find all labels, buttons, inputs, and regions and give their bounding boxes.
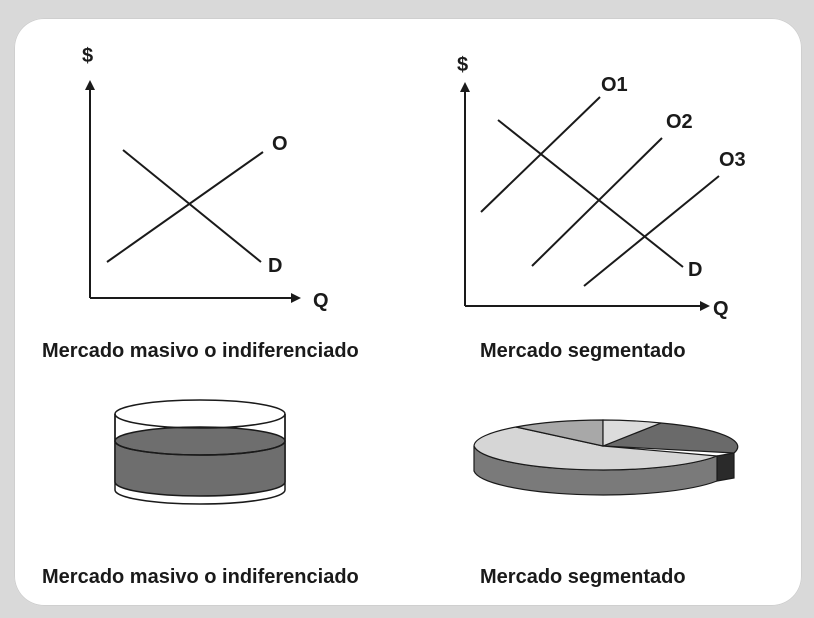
right-graph: $ Q O1 O2 O3 D xyxy=(457,54,746,320)
right-y-axis-label: $ xyxy=(457,54,468,76)
pie-illustration xyxy=(473,419,739,496)
right-supply-label-3: O3 xyxy=(719,149,746,171)
pie-slice-dark xyxy=(602,422,739,454)
left-demand-line xyxy=(122,149,262,263)
caption-top-left: Mercado masivo o indiferenciado xyxy=(42,340,359,362)
pie-slice-light-large xyxy=(473,426,718,471)
right-supply-line-3 xyxy=(583,175,720,287)
pie-slice-mid xyxy=(515,419,604,447)
left-demand-label: D xyxy=(268,255,282,277)
left-supply-label: O xyxy=(272,133,288,155)
left-supply-line xyxy=(106,151,264,263)
cylinder-filled-body xyxy=(114,441,286,497)
cylinder-illustration xyxy=(114,399,286,505)
right-x-axis-label: Q xyxy=(713,298,729,320)
pie-slice-light-small xyxy=(602,419,662,447)
caption-bottom-left: Mercado masivo o indiferenciado xyxy=(42,566,359,588)
caption-top-right: Mercado segmentado xyxy=(480,340,686,362)
left-y-axis-label: $ xyxy=(82,45,93,67)
caption-bottom-right: Mercado segmentado xyxy=(480,566,686,588)
cylinder-band xyxy=(114,414,286,456)
left-graph: $ Q O D xyxy=(82,45,329,312)
pie-side-dark xyxy=(716,452,735,482)
figure-card xyxy=(14,18,802,606)
right-demand-label: D xyxy=(688,259,702,281)
left-x-axis-label: Q xyxy=(313,290,329,312)
cylinder-rim xyxy=(114,399,286,429)
right-supply-line-2 xyxy=(531,137,663,267)
right-supply-label-1: O1 xyxy=(601,74,628,96)
right-demand-line xyxy=(497,119,684,268)
right-supply-label-2: O2 xyxy=(666,111,693,133)
